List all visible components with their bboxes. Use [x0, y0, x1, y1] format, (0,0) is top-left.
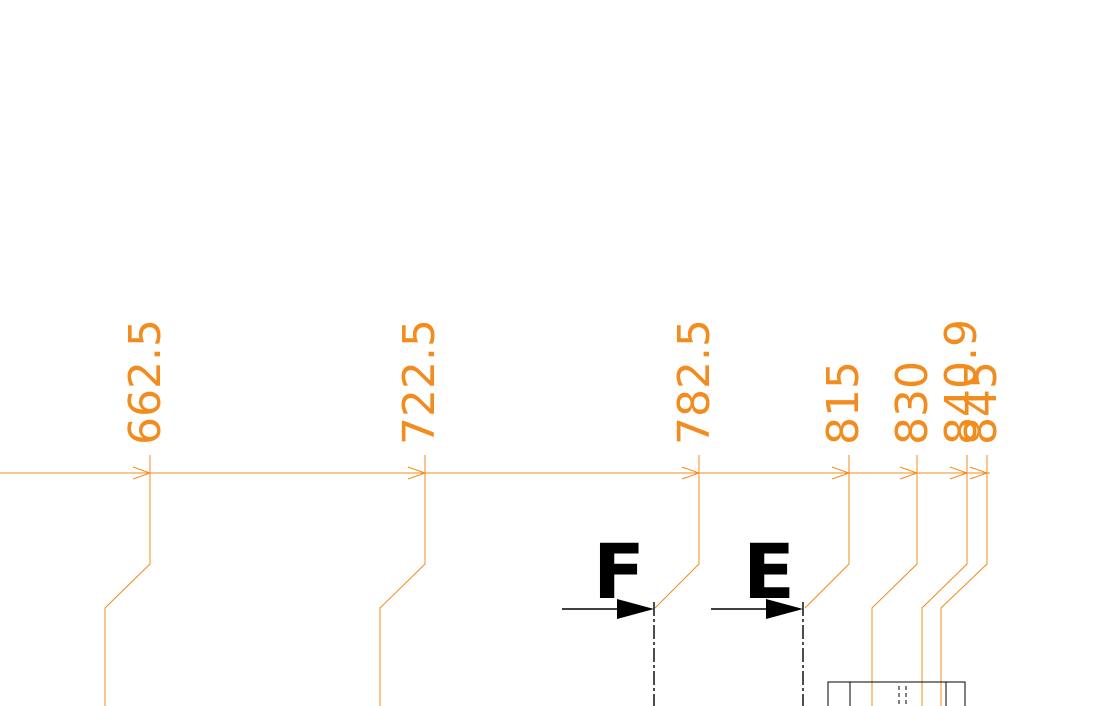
structure-outline [827, 681, 966, 706]
dimension-label-845: 845 [956, 361, 1007, 445]
dimension-label-722-5: 722.5 [394, 319, 445, 445]
extension-line-830 [871, 455, 918, 706]
extension-lines [104, 455, 988, 706]
extension-line-662-5 [104, 455, 151, 706]
section-arrow-f-head [617, 599, 654, 619]
dimension-label-815: 815 [818, 361, 869, 445]
dimension-label-782-5: 782.5 [669, 319, 720, 445]
dimension-label-840-9: 840.9 [936, 319, 987, 445]
extension-line-845 [940, 455, 988, 706]
dimension-label-662-5: 662.5 [120, 319, 171, 445]
section-marker-f: F [562, 527, 655, 706]
extension-line-815 [804, 455, 850, 609]
extension-line-782-5 [654, 455, 700, 609]
extension-line-722-5 [379, 455, 426, 706]
dimension-labels: 662.5 722.5 782.5 815 830 840.9 845 [120, 319, 1007, 445]
structure-outline-top [827, 681, 966, 706]
dimension-label-830: 830 [887, 361, 938, 445]
section-marker-e: E [711, 527, 804, 706]
extension-line-840-9 [921, 455, 968, 706]
section-arrow-e-head [766, 599, 803, 619]
